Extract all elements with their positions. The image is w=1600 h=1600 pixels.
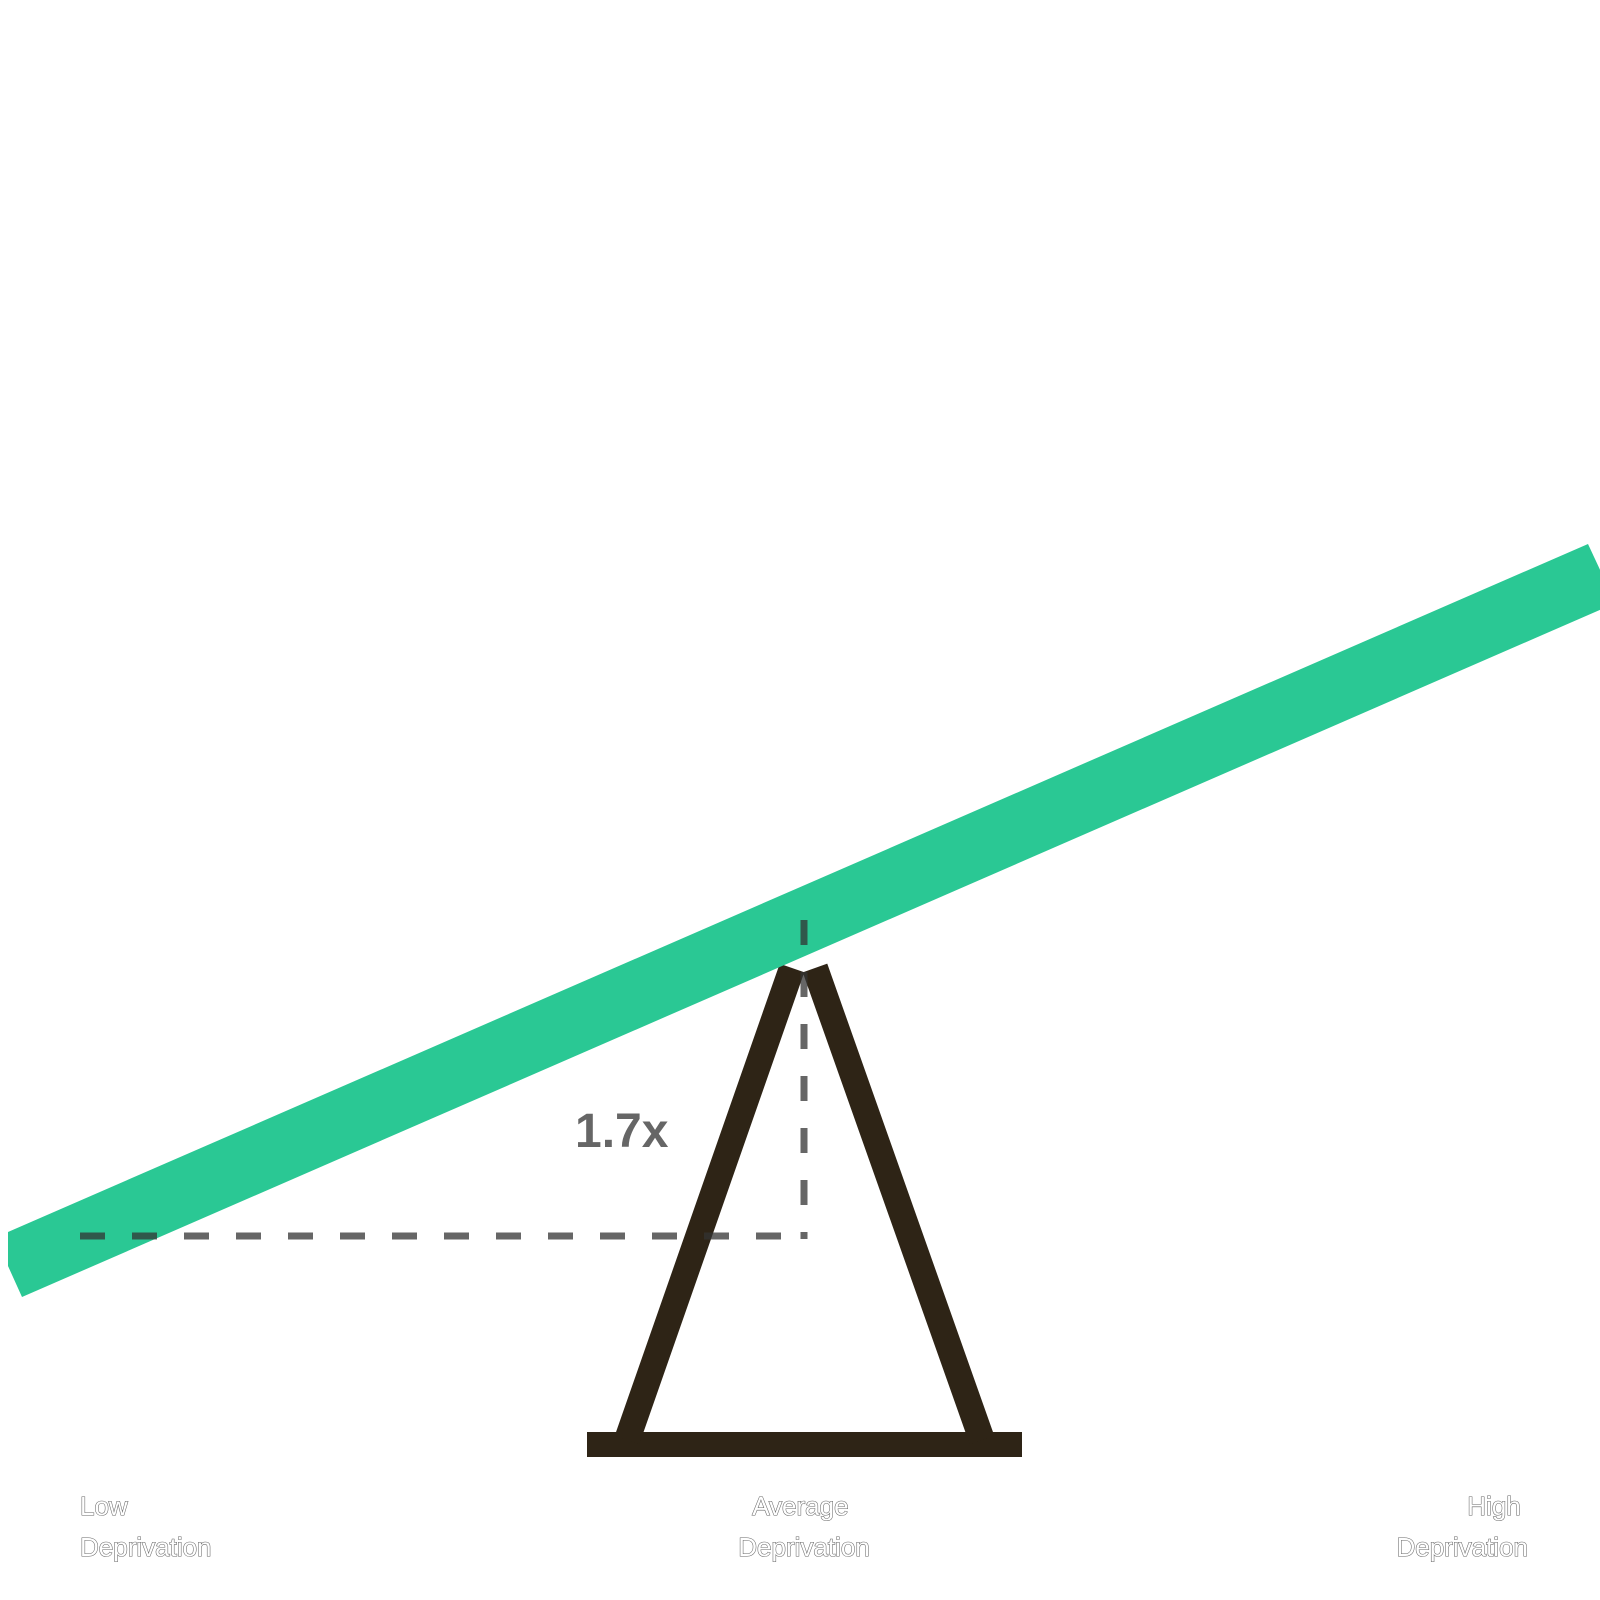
high-label-line-1: High (1467, 1491, 1520, 1521)
height-guides (80, 920, 808, 1240)
high-label-line-2: Deprivation (1396, 1532, 1528, 1562)
fulcrum-legs (614, 963, 995, 1445)
ratio-label: 1.7x (575, 1105, 669, 1158)
average-label-line-1: Average (752, 1491, 848, 1521)
average-label-line-2: Deprivation (738, 1532, 870, 1562)
low-label-line-1: Low (80, 1491, 128, 1521)
high-deprivation-label: High Deprivation (1396, 1491, 1528, 1562)
average-deprivation-label: Average Deprivation (738, 1491, 870, 1562)
fulcrum-left-leg (614, 963, 805, 1445)
fulcrum-base (587, 1432, 1022, 1457)
fulcrum-right-leg (802, 963, 995, 1445)
low-label-line-2: Deprivation (80, 1532, 212, 1562)
low-deprivation-label: Low Deprivation (80, 1491, 212, 1562)
